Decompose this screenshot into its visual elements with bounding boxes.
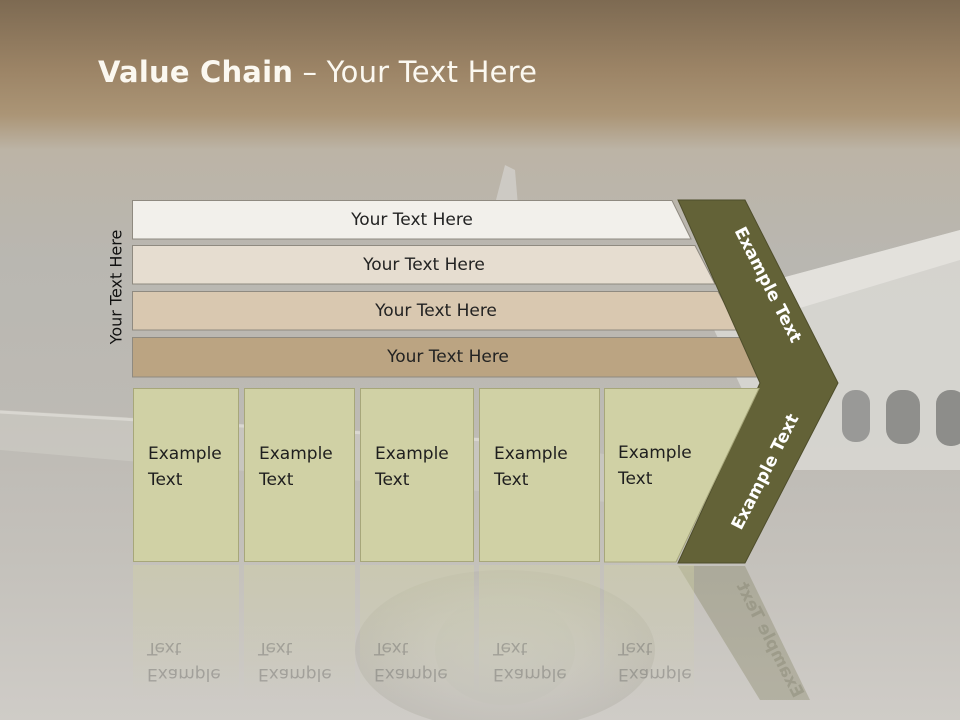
cell-2-line1: Example [259, 444, 333, 464]
cell-4-reflection: Example Text [479, 565, 600, 700]
row-1-label: Your Text Here [351, 209, 473, 230]
chain-row-2: Your Text Here [132, 245, 716, 285]
cell-1-line1: Example [148, 444, 222, 464]
row-2-shape [132, 245, 716, 285]
refl-4-line1: Example [493, 664, 567, 684]
value-cell-5: Example Text [618, 440, 692, 492]
value-cell-5-shape [604, 388, 760, 563]
chain-row-4: Your Text Here [132, 337, 764, 378]
refl-5-line1: Example [618, 664, 692, 684]
cell-1-line2: Text [148, 470, 183, 490]
cell-3-reflection: Example Text [360, 565, 474, 700]
cell-4-line2: Text [494, 470, 529, 490]
chain-row-3: Your Text Here [132, 291, 740, 331]
refl-3-line1: Example [374, 664, 448, 684]
title-bold: Value Chain [98, 55, 294, 89]
cell-4-line1: Example [494, 444, 568, 464]
refl-2-line2: Text [258, 638, 293, 658]
cell-1-reflection: Example Text [133, 565, 239, 700]
cell-3-line1: Example [375, 444, 449, 464]
row-2-label: Your Text Here [363, 254, 485, 275]
chain-row-1: Your Text Here [132, 200, 692, 240]
refl-1-line1: Example [147, 664, 221, 684]
cell-3-line2: Text [375, 470, 410, 490]
cell-5-line1: Example [618, 443, 692, 463]
refl-4-line2: Text [493, 638, 528, 658]
cell-2-reflection: Example Text [244, 565, 355, 700]
cell-5-line2: Text [618, 469, 653, 489]
title-rest: – Your Text Here [293, 55, 538, 89]
refl-2-line1: Example [258, 664, 332, 684]
cell-2-line2: Text [259, 470, 294, 490]
row-4-label: Your Text Here [387, 346, 509, 367]
slide-title: Value Chain – Your Text Here [98, 55, 537, 89]
cell-5-reflection: Example Text [604, 565, 694, 700]
row-1-shape [132, 200, 692, 240]
refl-3-line2: Text [374, 638, 409, 658]
refl-1-line2: Text [147, 638, 182, 658]
refl-5-line2: Text [618, 638, 653, 658]
row-3-label: Your Text Here [375, 300, 497, 321]
